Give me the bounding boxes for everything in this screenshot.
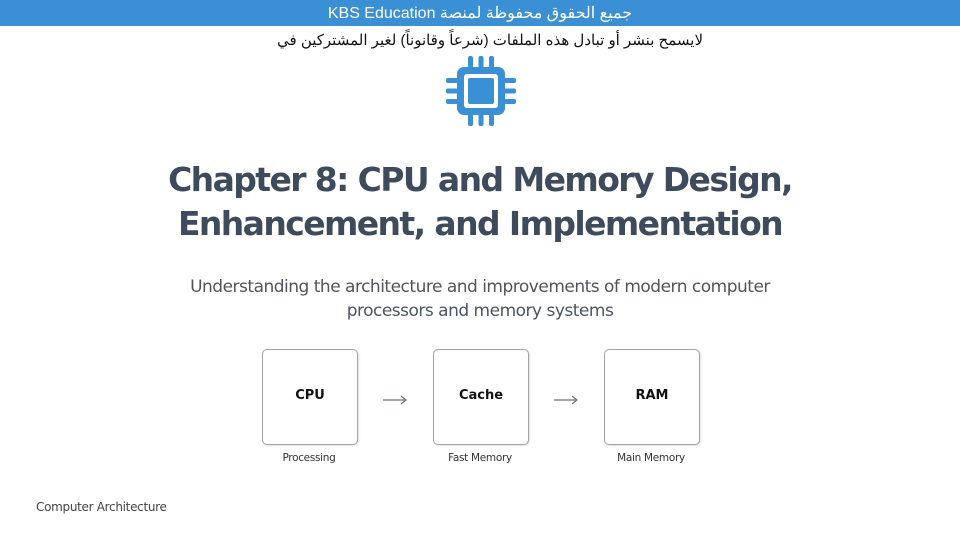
cache-box: Cache [433,349,529,445]
cache-caption: Fast Memory [448,452,512,464]
title-line-2: Enhancement, and Implementation [177,204,784,243]
sharing-notice: لايسمح بنشر أو تبادل هذه الملفات (شرعاً … [276,32,704,49]
cpu-chip-icon [446,56,516,126]
footer-text: Computer Architecture [36,500,167,514]
ram-box: RAM [604,349,700,445]
banner-text: KBS Education جميع الحقوق محفوظة لمنصة [327,5,633,22]
ram-label: RAM [635,388,669,403]
arrow-icon [383,395,407,405]
cpu-box: CPU [262,349,358,445]
copyright-banner: KBS Education جميع الحقوق محفوظة لمنصة [0,0,960,26]
cpu-caption: Processing [282,452,336,464]
slide-subtitle: Understanding the architecture and impro… [190,277,770,321]
arrow-icon [554,395,578,405]
cpu-label: CPU [295,388,325,403]
ram-caption: Main Memory [617,452,685,464]
cache-label: Cache [458,388,504,403]
slide-title: Chapter 8: CPU and Memory Design, Enhanc… [0,158,960,246]
title-line-1: Chapter 8: CPU and Memory Design, [168,160,793,199]
